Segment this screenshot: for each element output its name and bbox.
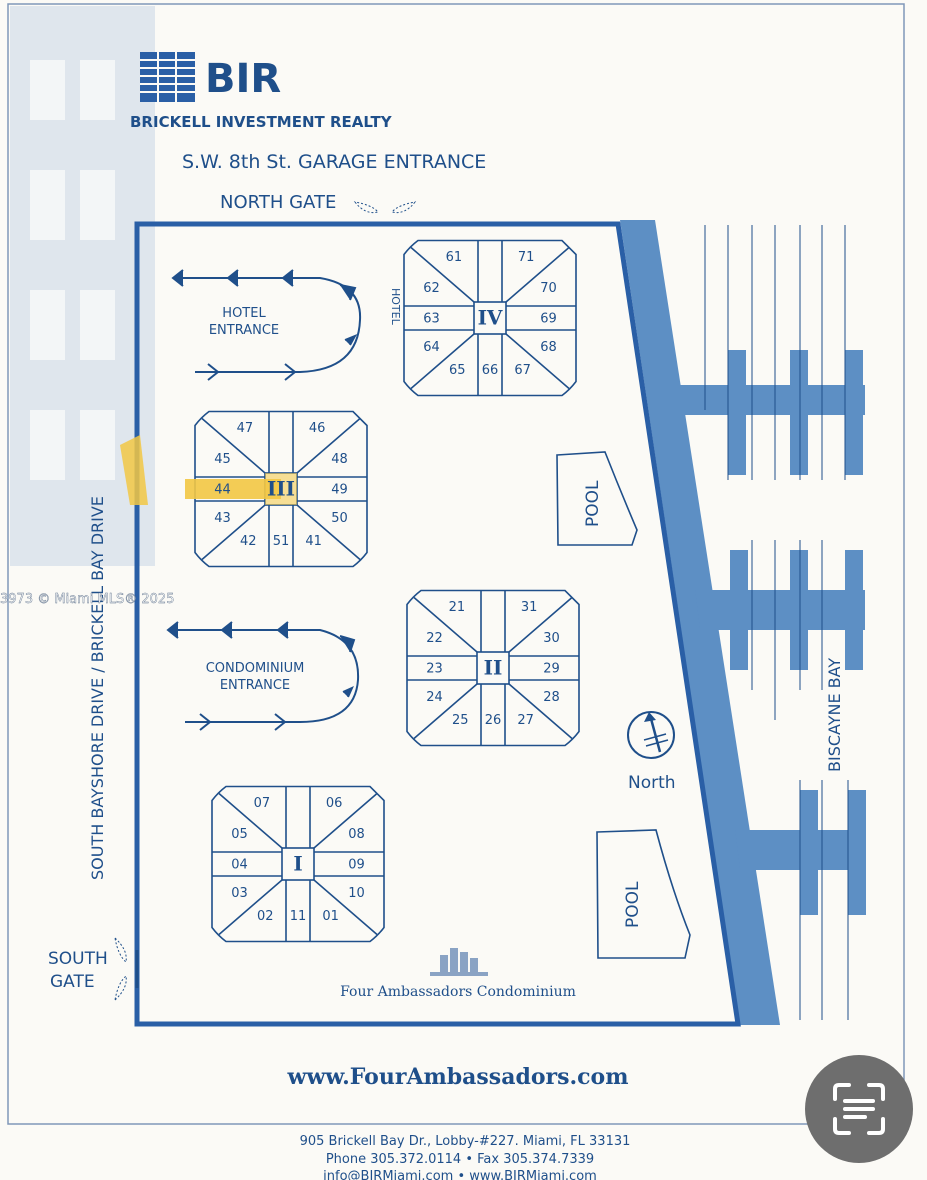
unit-30[interactable]: 30 <box>543 631 560 646</box>
condo-entrance-label-line1: CONDOMINIUM <box>206 661 305 676</box>
south-gate-label-line2: GATE <box>50 972 95 992</box>
unit-04[interactable]: 04 <box>231 858 248 873</box>
hotel-side-label: HOTEL <box>389 288 402 326</box>
unit-71[interactable]: 71 <box>518 250 535 265</box>
footer-address: 905 Brickell Bay Dr., Lobby-#227. Miami,… <box>300 1134 631 1149</box>
building-I: I 07 06 05 08 04 09 03 10 02 11 01 <box>211 785 385 943</box>
mls-watermark: 3973 © Miami MLS® 2025 <box>0 592 174 607</box>
unit-68[interactable]: 68 <box>540 340 557 355</box>
unit-27[interactable]: 27 <box>517 713 534 728</box>
scan-text-icon <box>833 1083 885 1135</box>
north-label: North <box>628 773 676 793</box>
unit-11[interactable]: 11 <box>290 909 307 924</box>
hotel-entrance-arrows <box>171 269 362 381</box>
unit-49-highlight-marker <box>120 435 148 505</box>
unit-46[interactable]: 46 <box>309 421 326 436</box>
unit-65[interactable]: 65 <box>449 363 466 378</box>
unit-24[interactable]: 24 <box>426 690 443 705</box>
unit-31[interactable]: 31 <box>521 600 538 615</box>
building-number: IV <box>478 306 503 330</box>
lower-pool: POOL <box>596 829 691 959</box>
unit-43[interactable]: 43 <box>214 511 231 526</box>
biscayne-bay-label: BISCAYNE BAY <box>825 658 844 772</box>
lower-pool-label: POOL <box>623 881 643 928</box>
upper-pool-label: POOL <box>583 480 603 527</box>
unit-64[interactable]: 64 <box>423 340 440 355</box>
condo-entrance-label-line2: ENTRANCE <box>220 678 290 693</box>
unit-08[interactable]: 08 <box>348 827 365 842</box>
unit-44[interactable]: 44 <box>214 483 231 498</box>
north-arrow-icon <box>627 711 675 759</box>
hotel-entrance-label-line2: ENTRANCE <box>209 323 279 338</box>
unit-61[interactable]: 61 <box>446 250 463 265</box>
property-boundary <box>134 221 741 1027</box>
biscayne-bay-water <box>620 220 866 1025</box>
unit-01[interactable]: 01 <box>322 909 339 924</box>
condo-name: Four Ambassadors Condominium <box>340 984 576 1000</box>
unit-23[interactable]: 23 <box>426 662 443 677</box>
building-number: II <box>484 656 503 680</box>
south-gate-label-line1: SOUTH <box>48 949 108 969</box>
building-number: III <box>267 477 295 501</box>
lens-scan-button[interactable] <box>805 1055 913 1163</box>
unit-25[interactable]: 25 <box>452 713 469 728</box>
unit-03[interactable]: 03 <box>231 886 248 901</box>
unit-69[interactable]: 69 <box>540 312 557 327</box>
unit-41[interactable]: 41 <box>305 534 322 549</box>
building-outline <box>403 239 577 397</box>
north-street-label: S.W. 8th St. GARAGE ENTRANCE <box>182 151 486 173</box>
south-gate-icon <box>114 936 139 1002</box>
building-II: II 21 31 22 30 23 29 24 28 25 26 27 <box>406 589 580 747</box>
building-outline <box>406 589 580 747</box>
unit-62[interactable]: 62 <box>423 281 440 296</box>
bir-logo: BIR BRICKELL INVESTMENT REALTY <box>130 52 393 131</box>
footer-phone: Phone 305.372.0114 • Fax 305.374.7339 <box>326 1152 594 1167</box>
north-gate-label: NORTH GATE <box>220 192 336 213</box>
unit-45[interactable]: 45 <box>214 452 231 467</box>
unit-51[interactable]: 51 <box>273 534 290 549</box>
unit-09[interactable]: 09 <box>348 858 365 873</box>
unit-42[interactable]: 42 <box>240 534 257 549</box>
unit-47[interactable]: 47 <box>237 421 254 436</box>
unit-05[interactable]: 05 <box>231 827 248 842</box>
unit-06[interactable]: 06 <box>326 796 343 811</box>
company-name: BRICKELL INVESTMENT REALTY <box>130 113 393 131</box>
unit-29[interactable]: 29 <box>543 662 560 677</box>
unit-67[interactable]: 67 <box>514 363 531 378</box>
footer-email: info@BIRMiami.com • www.BIRMiami.com <box>323 1169 597 1180</box>
building-outline <box>211 785 385 943</box>
unit-07[interactable]: 07 <box>254 796 271 811</box>
condo-logo-icon <box>430 948 488 976</box>
building-outline <box>194 410 368 568</box>
unit-63[interactable]: 63 <box>423 312 440 327</box>
west-street-label: SOUTH BAYSHORE DRIVE / BRICKELL BAY DRIV… <box>88 496 107 880</box>
bir-logo-text: BIR <box>205 56 281 102</box>
building-III: III 47 46 45 48 44 49 43 50 42 51 41 <box>185 410 368 568</box>
unit-21[interactable]: 21 <box>449 600 466 615</box>
unit-22[interactable]: 22 <box>426 631 443 646</box>
north-gate-icon <box>353 201 417 226</box>
unit-28[interactable]: 28 <box>543 690 560 705</box>
building-number: I <box>293 852 302 876</box>
dock-lines <box>704 225 849 1020</box>
unit-50[interactable]: 50 <box>331 511 348 526</box>
upper-pool: POOL <box>556 451 638 546</box>
unit-02[interactable]: 02 <box>257 909 274 924</box>
unit-48[interactable]: 48 <box>331 452 348 467</box>
building-IV: IV 61 71 62 70 63 69 64 68 65 66 67 <box>403 239 577 397</box>
hotel-entrance-label-line1: HOTEL <box>222 306 266 321</box>
bir-logo-mark <box>140 52 195 102</box>
unit-66[interactable]: 66 <box>482 363 499 378</box>
page-frame <box>7 3 905 1125</box>
unit-70[interactable]: 70 <box>540 281 557 296</box>
condo-entrance-arrows <box>166 621 360 731</box>
core-highlight <box>265 473 297 505</box>
unit-49-highlight <box>185 479 281 499</box>
unit-49[interactable]: 49 <box>331 483 348 498</box>
unit-26[interactable]: 26 <box>485 713 502 728</box>
website-link[interactable]: www.FourAmbassadors.com <box>287 1064 629 1090</box>
unit-10[interactable]: 10 <box>348 886 365 901</box>
